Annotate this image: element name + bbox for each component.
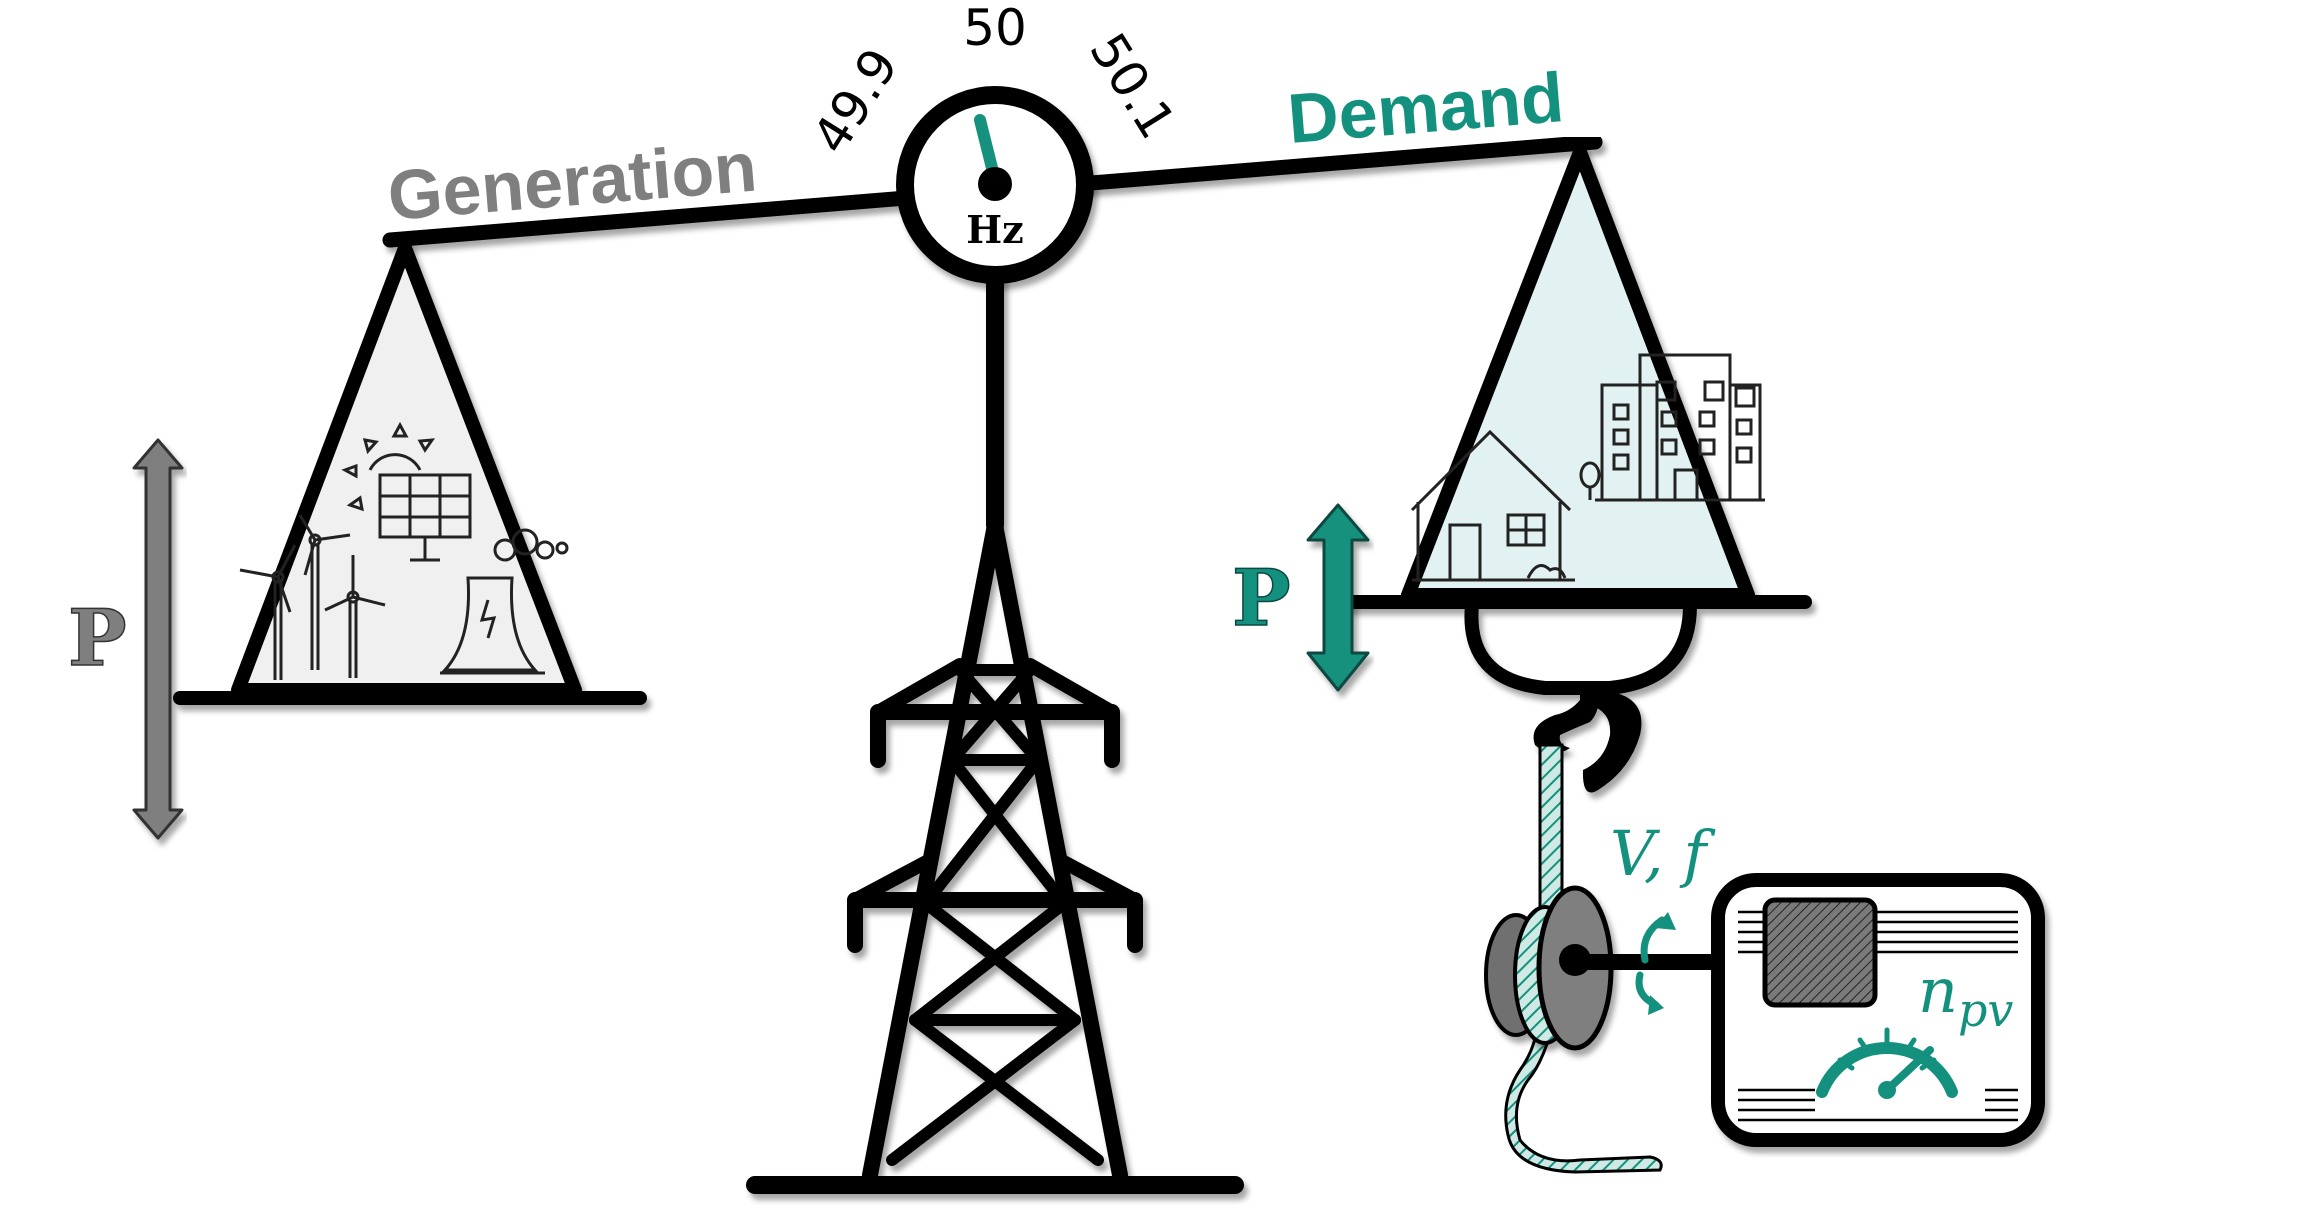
sun-icon <box>341 421 436 512</box>
solar-panel-icon <box>378 473 472 562</box>
house-icon <box>1410 429 1575 582</box>
motor-icon <box>1711 873 2045 1147</box>
pulley-icon <box>1484 885 1614 1051</box>
power-plant-icon <box>440 528 569 675</box>
transmission-tower-icon <box>746 271 1244 1194</box>
voltage-frequency-label: V, f <box>1610 817 1716 890</box>
wind-turbine-icon <box>324 555 386 678</box>
demand-icons <box>1410 353 1765 582</box>
wind-turbine-icon <box>239 544 297 680</box>
generation-power-arrow <box>132 438 184 840</box>
demand-power-arrow <box>1306 503 1370 692</box>
gauge-unit: Hz <box>966 207 1023 252</box>
speed-symbol: n <box>1918 954 1958 1027</box>
speedometer-icon <box>1816 1027 1958 1099</box>
rotation-arrow-icon <box>1635 912 1676 1015</box>
gauge-tick-high: 50.1 <box>1078 23 1186 148</box>
gauge-tick-low: 49.9 <box>801 38 909 163</box>
demand-power-label: P <box>1232 553 1291 644</box>
gauge-tick-mid: 50 <box>963 0 1027 57</box>
demand-pan <box>1343 145 1812 695</box>
tree-icon <box>1579 461 1601 500</box>
wind-turbine-icon <box>298 514 351 670</box>
generation-icons <box>239 421 569 680</box>
generation-power-label: P <box>68 593 127 684</box>
apartment-building-icon <box>1595 353 1765 502</box>
speed-subscript: pv <box>1958 983 2013 1037</box>
hook-icon <box>1533 688 1642 793</box>
speed-label: npv <box>1918 954 2013 1037</box>
generation-pan <box>173 241 647 705</box>
